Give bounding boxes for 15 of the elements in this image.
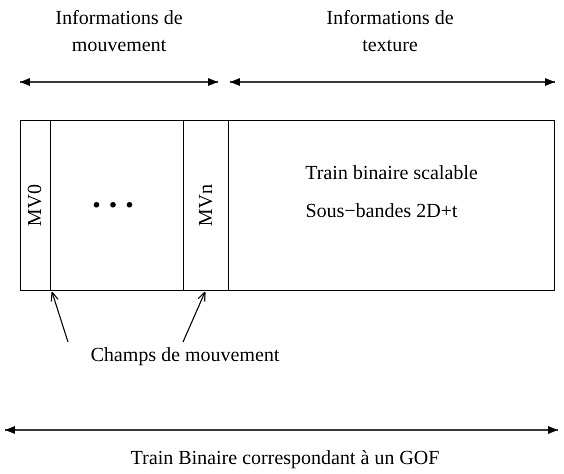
ellipsis-text: ... <box>92 182 142 212</box>
ellipsis-segment <box>50 120 184 291</box>
leader-line <box>182 291 206 342</box>
vector-field-segment <box>20 120 51 291</box>
dimension-label: Informations de texture <box>325 6 455 58</box>
vector-field-segment <box>183 120 229 291</box>
leader-line <box>50 291 69 342</box>
annotation-text: Champs de mouvement <box>5 342 365 369</box>
dimension-label: Train Binaire correspondant à un GOF <box>130 446 440 471</box>
segment-label: Sous−bandes 2D+t <box>305 198 458 222</box>
segment-label: MV0 <box>24 184 47 227</box>
dimension-label: Informations de mouvement <box>54 6 184 58</box>
texture-segment <box>228 120 555 291</box>
segment-label: Train binaire scalable <box>305 160 478 184</box>
segment-label: MVn <box>194 184 218 227</box>
